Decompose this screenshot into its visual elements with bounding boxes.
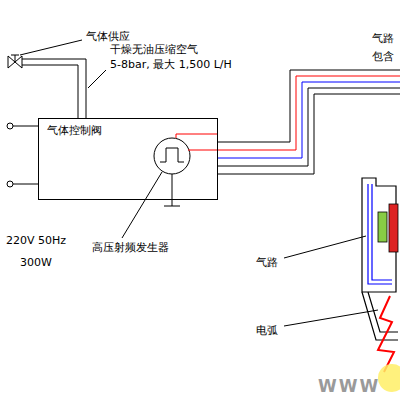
note-text: 5-8bar, 最大 1,500 L/H [110, 58, 232, 71]
power-terminal [7, 123, 38, 187]
electrode-holder [389, 204, 398, 252]
plasma-glow [378, 364, 400, 392]
valve-symbol [8, 55, 22, 68]
callout-label: 气路 [372, 32, 394, 45]
power-label: 300W [20, 256, 52, 269]
control-valve-box: 气体控制阀 [38, 118, 218, 200]
leader-line [122, 172, 162, 238]
power-label: 220V 50Hz [6, 234, 66, 247]
box-title: 气体控制阀 [47, 124, 102, 137]
leader-line [284, 236, 366, 258]
hf-generator-symbol [154, 138, 190, 206]
arc-symbol [378, 296, 394, 372]
cable-bundle [218, 70, 400, 174]
callout-label: 气路 [256, 256, 278, 269]
hf-wire [188, 150, 218, 151]
callout-label: 包含 [372, 50, 394, 63]
air-pipe [22, 59, 86, 118]
leader-line [284, 310, 378, 326]
callout-label: 电弧 [256, 324, 278, 337]
callout-label: 高压射频发生器 [92, 241, 169, 254]
electrode [378, 212, 387, 242]
note-text: 干燥无油压缩空气 [110, 43, 198, 56]
callout-label: 气体供应 [86, 30, 130, 43]
leader-line [20, 40, 82, 55]
watermark: WWW [318, 376, 380, 396]
hf-wire [176, 134, 218, 138]
leader-line [88, 70, 106, 88]
